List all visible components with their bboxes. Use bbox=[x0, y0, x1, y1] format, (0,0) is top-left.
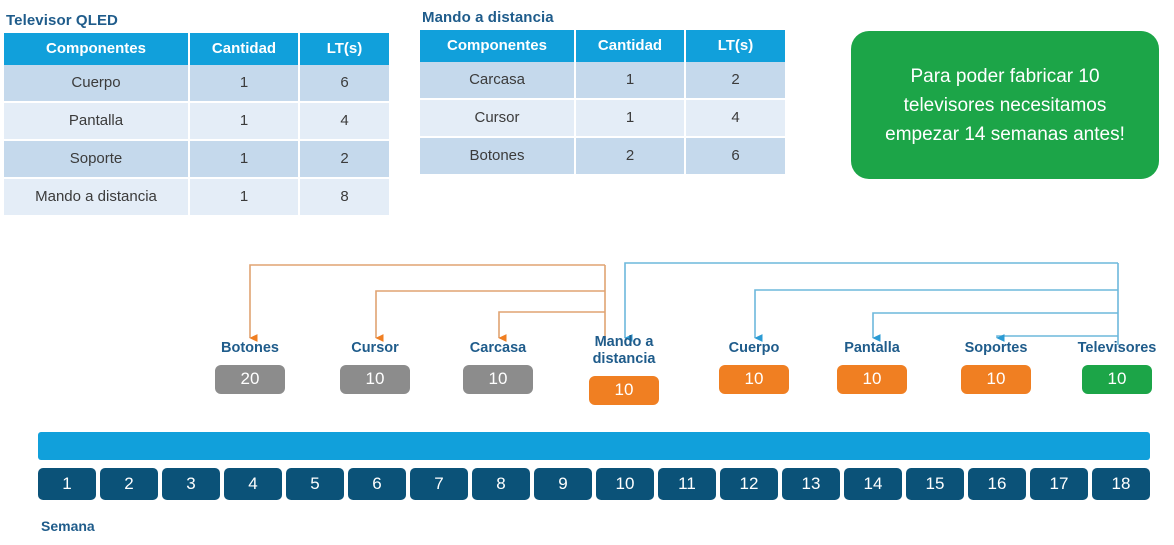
connector-tv-to-cuerpo bbox=[754, 289, 1118, 342]
node-quantity-badge: 10 bbox=[961, 365, 1031, 394]
node-quantity-badge: 10 bbox=[1082, 365, 1152, 394]
table-row: Carcasa 1 2 bbox=[420, 62, 785, 100]
cell-cantidad: 2 bbox=[575, 137, 686, 176]
node-televisores: Televisores 10 bbox=[1057, 340, 1174, 394]
node-quantity-badge: 20 bbox=[215, 365, 285, 394]
week-box: 11 bbox=[658, 468, 716, 500]
week-axis: 1 2 3 4 5 6 7 8 9 10 11 12 13 14 15 16 1… bbox=[38, 468, 1150, 500]
week-box: 12 bbox=[720, 468, 778, 500]
cell-cantidad: 1 bbox=[575, 99, 686, 138]
cell-cantidad: 1 bbox=[189, 102, 300, 141]
node-quantity-badge: 10 bbox=[463, 365, 533, 394]
cell-cantidad: 1 bbox=[189, 140, 300, 179]
bom-table-mando-a-distancia: Mando a distancia Componentes Cantidad L… bbox=[420, 9, 785, 176]
bom-title-televisor-qled: Televisor QLED bbox=[6, 12, 118, 29]
timeline-bar bbox=[38, 432, 1150, 460]
cell-componente: Cursor bbox=[420, 99, 576, 138]
cell-lt: 2 bbox=[685, 62, 785, 100]
cell-componente: Soporte bbox=[4, 140, 190, 179]
node-quantity-badge: 10 bbox=[340, 365, 410, 394]
node-cursor: Cursor 10 bbox=[315, 340, 435, 394]
bom-title-mando-a-distancia: Mando a distancia bbox=[422, 9, 554, 26]
week-box: 8 bbox=[472, 468, 530, 500]
callout-box: Para poder fabricar 10 televisores neces… bbox=[851, 31, 1159, 179]
week-box: 6 bbox=[348, 468, 406, 500]
column-header-lt: LT(s) bbox=[299, 33, 389, 65]
table-televisor-qled: Componentes Cantidad LT(s) Cuerpo 1 6 Pa… bbox=[4, 33, 389, 217]
node-label: Botones bbox=[221, 340, 279, 356]
week-box: 13 bbox=[782, 468, 840, 500]
week-box: 5 bbox=[286, 468, 344, 500]
table-header-row: Componentes Cantidad LT(s) bbox=[420, 30, 785, 62]
connector-mando-to-botones bbox=[249, 264, 605, 342]
bom-table-televisor-qled: Televisor QLED Componentes Cantidad LT(s… bbox=[4, 12, 389, 217]
cell-lt: 2 bbox=[299, 140, 389, 179]
week-box: 9 bbox=[534, 468, 592, 500]
column-header-cantidad: Cantidad bbox=[189, 33, 300, 65]
week-box: 14 bbox=[844, 468, 902, 500]
node-label: Cursor bbox=[351, 340, 399, 356]
cell-componente: Pantalla bbox=[4, 102, 190, 141]
week-box: 15 bbox=[906, 468, 964, 500]
cell-lt: 8 bbox=[299, 178, 389, 217]
cell-cantidad: 1 bbox=[189, 178, 300, 217]
table-row: Cuerpo 1 6 bbox=[4, 65, 389, 103]
node-row: Botones 20 Cursor 10 Carcasa 10 Mando a … bbox=[0, 334, 1174, 432]
node-label: Televisores bbox=[1077, 340, 1157, 356]
cell-lt: 4 bbox=[685, 99, 785, 138]
node-mando-a-distancia: Mando a distancia 10 bbox=[564, 334, 684, 405]
column-header-cantidad: Cantidad bbox=[575, 30, 686, 62]
cell-lt: 6 bbox=[685, 137, 785, 176]
table-row: Cursor 1 4 bbox=[420, 99, 785, 138]
week-box: 18 bbox=[1092, 468, 1150, 500]
column-header-componentes: Componentes bbox=[4, 33, 190, 65]
node-botones: Botones 20 bbox=[190, 340, 310, 394]
node-quantity-badge: 10 bbox=[719, 365, 789, 394]
week-box: 10 bbox=[596, 468, 654, 500]
week-box: 17 bbox=[1030, 468, 1088, 500]
node-quantity-badge: 10 bbox=[589, 376, 659, 405]
node-cuerpo: Cuerpo 10 bbox=[694, 340, 814, 394]
connector-tv-to-pantalla bbox=[872, 312, 1118, 342]
node-carcasa: Carcasa 10 bbox=[438, 340, 558, 394]
table-row: Soporte 1 2 bbox=[4, 140, 389, 179]
column-header-lt: LT(s) bbox=[685, 30, 785, 62]
cell-componente: Cuerpo bbox=[4, 65, 190, 103]
cell-componente: Carcasa bbox=[420, 62, 576, 100]
table-mando-a-distancia: Componentes Cantidad LT(s) Carcasa 1 2 C… bbox=[420, 30, 785, 176]
node-pantalla: Pantalla 10 bbox=[812, 340, 932, 394]
table-row: Mando a distancia 1 8 bbox=[4, 178, 389, 217]
week-box: 3 bbox=[162, 468, 220, 500]
week-box: 2 bbox=[100, 468, 158, 500]
connector-tv-to-soportes bbox=[996, 334, 1118, 342]
node-label: Cuerpo bbox=[728, 340, 780, 356]
week-box: 7 bbox=[410, 468, 468, 500]
node-label: Carcasa bbox=[469, 340, 527, 356]
connector-tv-to-mando bbox=[624, 262, 1118, 342]
cell-cantidad: 1 bbox=[575, 62, 686, 100]
node-label: Soportes bbox=[964, 340, 1028, 356]
node-label: Mando a distancia bbox=[592, 334, 656, 367]
table-row: Pantalla 1 4 bbox=[4, 102, 389, 141]
node-label: Pantalla bbox=[844, 340, 900, 356]
table-row: Botones 2 6 bbox=[420, 137, 785, 176]
week-box: 16 bbox=[968, 468, 1026, 500]
node-quantity-badge: 10 bbox=[837, 365, 907, 394]
orange-connector-group bbox=[249, 264, 606, 345]
cell-componente: Botones bbox=[420, 137, 576, 176]
cell-lt: 4 bbox=[299, 102, 389, 141]
cell-componente: Mando a distancia bbox=[4, 178, 190, 217]
node-soportes: Soportes 10 bbox=[936, 340, 1056, 394]
cell-lt: 6 bbox=[299, 65, 389, 103]
column-header-componentes: Componentes bbox=[420, 30, 576, 62]
connector-mando-to-cursor bbox=[375, 290, 605, 342]
blue-connector-group bbox=[624, 262, 1119, 345]
table-header-row: Componentes Cantidad LT(s) bbox=[4, 33, 389, 65]
callout-text: Para poder fabricar 10 televisores neces… bbox=[885, 65, 1125, 145]
week-box: 1 bbox=[38, 468, 96, 500]
axis-label-semana: Semana bbox=[41, 518, 95, 534]
week-box: 4 bbox=[224, 468, 282, 500]
cell-cantidad: 1 bbox=[189, 65, 300, 103]
